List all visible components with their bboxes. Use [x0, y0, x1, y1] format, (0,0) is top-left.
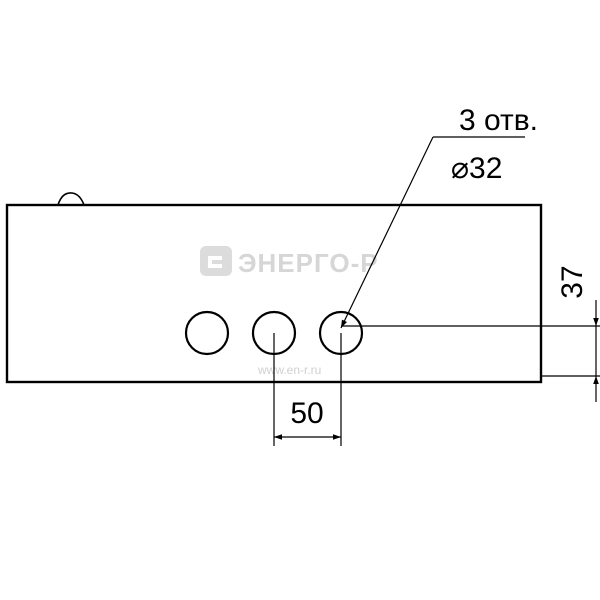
callout-count: 3 отв. — [459, 104, 538, 137]
watermark: ЭНЕРГО-Р www.en-r.ru — [200, 246, 379, 377]
offset-dimension: 37 — [341, 265, 600, 402]
watermark-url: www.en-r.ru — [257, 363, 321, 377]
spacing-dimension: 50 — [273, 333, 342, 446]
watermark-brand: ЭНЕРГО-Р — [238, 248, 379, 278]
hole-1 — [184, 310, 230, 356]
callout-leader — [340, 136, 434, 329]
offset-value: 37 — [556, 265, 589, 298]
top-boss — [57, 192, 85, 206]
hole-callout: 3 отв. ⌀32 — [340, 104, 538, 329]
brand-logo-icon — [200, 246, 232, 276]
spacing-value: 50 — [290, 397, 323, 430]
callout-diameter: ⌀32 — [451, 152, 502, 185]
